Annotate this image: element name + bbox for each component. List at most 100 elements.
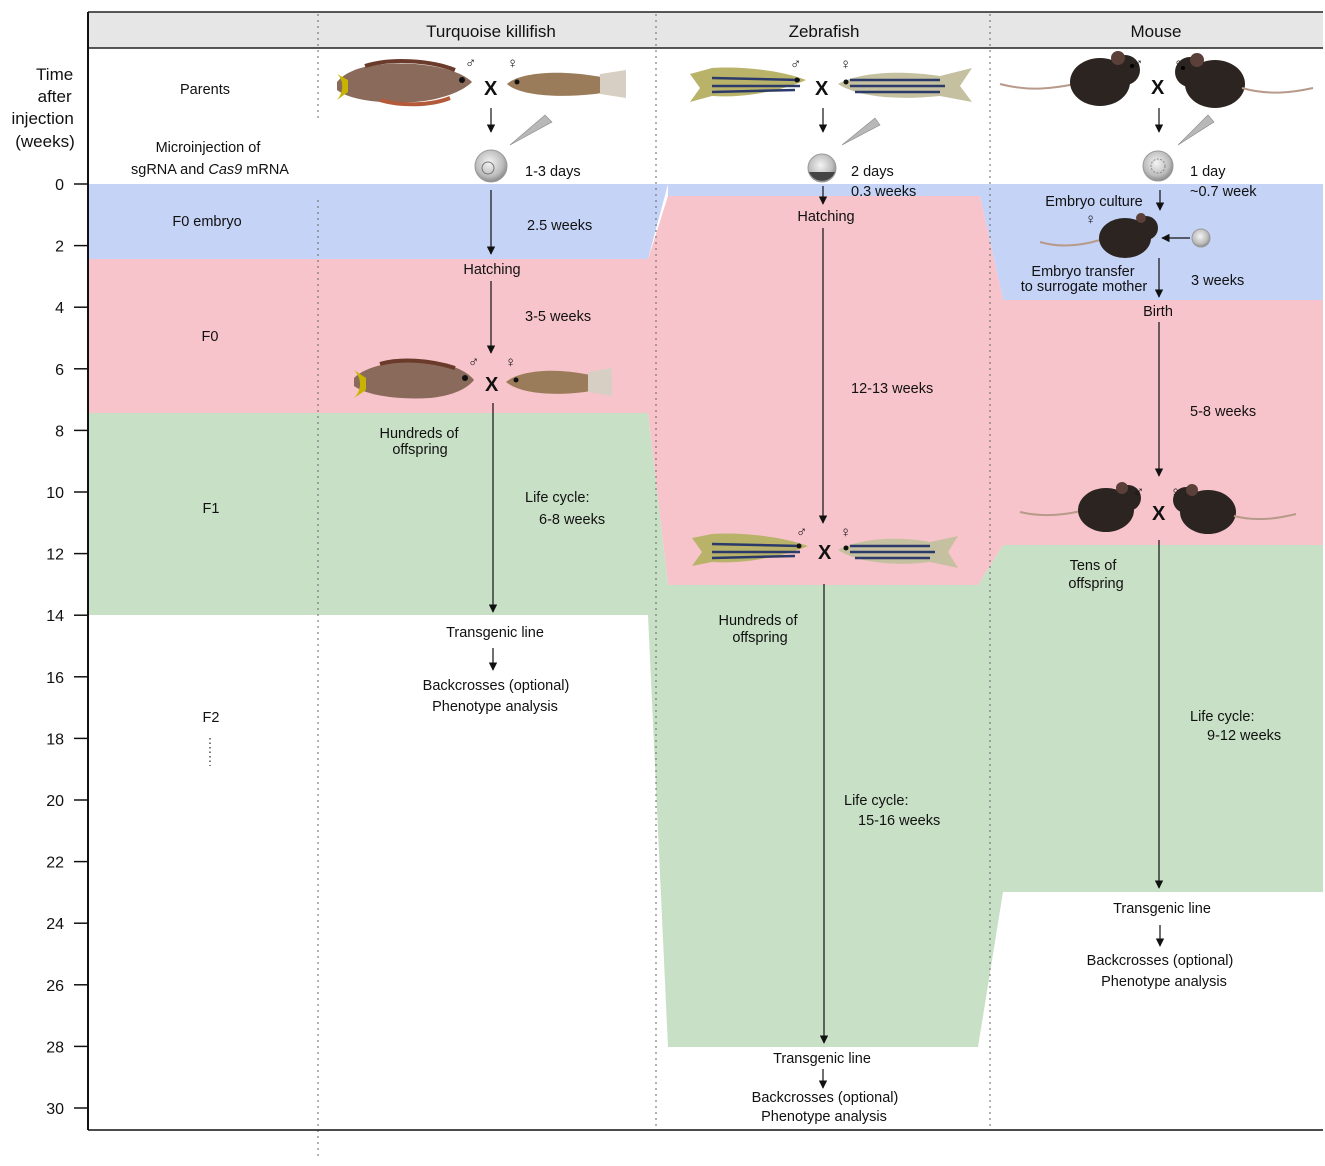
male-symbol: ♂ bbox=[790, 56, 801, 73]
mouse-column: ♂ X ♀ 1 day ~0.7 week Embryo culture ♀ bbox=[999, 51, 1314, 990]
mouse-transfer-time: 3 weeks bbox=[1191, 273, 1244, 289]
mouse-female-image bbox=[1173, 484, 1297, 534]
killifish-f0-time: 3-5 weeks bbox=[525, 309, 591, 325]
zebrafish-transgenic-line: Transgenic line bbox=[773, 1051, 871, 1067]
axis-tick-label: 0 bbox=[55, 177, 64, 194]
column-title-killifish: Turquoise killifish bbox=[426, 22, 556, 41]
male-symbol: ♂ bbox=[468, 354, 479, 371]
axis-tick-label: 28 bbox=[46, 1039, 64, 1056]
band-f0-embryo bbox=[980, 184, 1003, 300]
zebrafish-female-image bbox=[838, 536, 958, 568]
column-title-mouse: Mouse bbox=[1130, 22, 1181, 41]
zebrafish-female-image bbox=[838, 68, 972, 102]
mouse-birth: Birth bbox=[1143, 304, 1173, 320]
band-f0 bbox=[1003, 300, 1323, 545]
female-symbol: ♀ bbox=[840, 524, 851, 541]
killifish-phenotype: Phenotype analysis bbox=[432, 699, 558, 715]
time-axis: Time after injection (weeks) 02468101214… bbox=[11, 12, 1323, 1131]
axis-tick-label: 22 bbox=[46, 855, 64, 872]
zebrafish-male-image bbox=[690, 67, 806, 102]
axis-tick-label: 6 bbox=[55, 362, 64, 379]
cross-symbol: X bbox=[815, 78, 829, 100]
axis-tick-label: 20 bbox=[46, 793, 64, 810]
mouse-f0-time: 5-8 weeks bbox=[1190, 404, 1256, 420]
killifish-column: ♂ X ♀ 1-3 days 2.5 weeks Hatching 3-5 we… bbox=[337, 55, 626, 715]
mouse-backcrosses: Backcrosses (optional) bbox=[1087, 953, 1234, 969]
cross-symbol: X bbox=[484, 78, 498, 100]
axis-tick-label: 4 bbox=[55, 300, 64, 317]
cross-symbol: X bbox=[1151, 77, 1165, 99]
row-labels: Parents Microinjection of sgRNA and Cas9… bbox=[131, 82, 289, 766]
female-symbol: ♀ bbox=[505, 354, 516, 371]
male-symbol: ♂ bbox=[796, 524, 807, 541]
zebrafish-lifecycle: Life cycle: 15-16 weeks bbox=[844, 793, 940, 829]
mouse-zygote-icon bbox=[1142, 150, 1174, 182]
mouse-transgenic-line: Transgenic line bbox=[1113, 901, 1211, 917]
injection-needle-icon bbox=[1177, 114, 1215, 146]
killifish-egg-icon bbox=[474, 149, 508, 183]
injection-needle-icon bbox=[509, 114, 553, 146]
mouse-embryo-culture: Embryo culture bbox=[1045, 194, 1143, 210]
killifish-inject-time: 1-3 days bbox=[525, 164, 581, 180]
mouse-inject-weeks: ~0.7 week bbox=[1190, 184, 1257, 200]
zebrafish-hatching: Hatching bbox=[797, 209, 854, 225]
zebrafish-inject-weeks: 0.3 weeks bbox=[851, 184, 916, 200]
embryo-icon bbox=[1191, 228, 1211, 248]
mouse-male-image bbox=[1019, 482, 1141, 532]
zebrafish-backcrosses: Backcrosses (optional) bbox=[752, 1090, 899, 1106]
row-label-f0: F0 bbox=[202, 329, 219, 345]
axis-tick-label: 30 bbox=[46, 1101, 64, 1118]
column-separators bbox=[317, 14, 991, 1160]
band-f0 bbox=[978, 196, 1003, 585]
cross-symbol: X bbox=[1152, 503, 1166, 525]
band-f1 bbox=[668, 585, 978, 1047]
column-title-zebrafish: Zebrafish bbox=[789, 22, 860, 41]
mouse-inject-time: 1 day bbox=[1190, 164, 1226, 180]
mouse-female-image bbox=[1175, 53, 1314, 108]
killifish-male-image bbox=[354, 358, 474, 399]
female-symbol: ♀ bbox=[507, 55, 518, 72]
mouse-offspring: Tens of offspring bbox=[1068, 558, 1123, 592]
axis-title: Time after injection (weeks) bbox=[11, 65, 78, 151]
zebrafish-offspring: Hundreds of offspring bbox=[718, 613, 801, 646]
mouse-male-image bbox=[999, 51, 1140, 106]
band-f1 bbox=[648, 413, 668, 1047]
killifish-lifecycle: Life cycle: 6-8 weeks bbox=[525, 490, 605, 528]
killifish-female-image bbox=[506, 368, 612, 396]
zebrafish-column: ♂ X ♀ 2 days 0.3 weeks Hatching 12-13 we… bbox=[690, 56, 972, 1125]
killifish-embryo-time: 2.5 weeks bbox=[527, 218, 592, 234]
zebrafish-inject-time: 2 days bbox=[851, 164, 894, 180]
killifish-backcrosses: Backcrosses (optional) bbox=[423, 678, 570, 694]
axis-tick-label: 26 bbox=[46, 978, 64, 995]
axis-tick-label: 16 bbox=[46, 670, 64, 687]
surrogate-mouse-image bbox=[1039, 213, 1158, 258]
zebrafish-egg-icon bbox=[807, 153, 837, 183]
mouse-lifecycle: Life cycle: 9-12 weeks bbox=[1190, 709, 1281, 744]
row-label-f1: F1 bbox=[203, 501, 220, 517]
killifish-offspring: Hundreds of offspring bbox=[379, 426, 462, 458]
injection-needle-icon bbox=[841, 117, 881, 146]
male-symbol: ♂ bbox=[1133, 484, 1144, 501]
killifish-transgenic-line: Transgenic line bbox=[446, 625, 544, 641]
band-f1 bbox=[1003, 545, 1323, 892]
band-f0-embryo bbox=[668, 184, 980, 196]
band-f0-embryo bbox=[648, 184, 668, 259]
male-symbol: ♂ bbox=[465, 55, 476, 72]
axis-tick-label: 24 bbox=[46, 916, 64, 933]
band-f0 bbox=[648, 196, 668, 585]
axis-tick-label: 12 bbox=[46, 547, 64, 564]
zebrafish-f0-time: 12-13 weeks bbox=[851, 381, 933, 397]
row-label-f2: F2 bbox=[203, 710, 220, 726]
female-symbol: ♀ bbox=[1085, 211, 1096, 228]
row-label-microinjection: Microinjection of sgRNA and Cas9 mRNA bbox=[131, 140, 289, 178]
mouse-phenotype: Phenotype analysis bbox=[1101, 974, 1227, 990]
axis-tick-label: 14 bbox=[46, 608, 64, 625]
female-symbol: ♀ bbox=[840, 56, 851, 73]
mouse-embryo-transfer: Embryo transfer to surrogate mother bbox=[1021, 264, 1148, 295]
row-label-f0-embryo: F0 embryo bbox=[172, 214, 241, 230]
row-label-parents: Parents bbox=[180, 82, 230, 98]
axis-tick-label: 2 bbox=[55, 239, 64, 256]
zebrafish-phenotype: Phenotype analysis bbox=[761, 1109, 887, 1125]
band-f0-embryo bbox=[88, 184, 648, 259]
